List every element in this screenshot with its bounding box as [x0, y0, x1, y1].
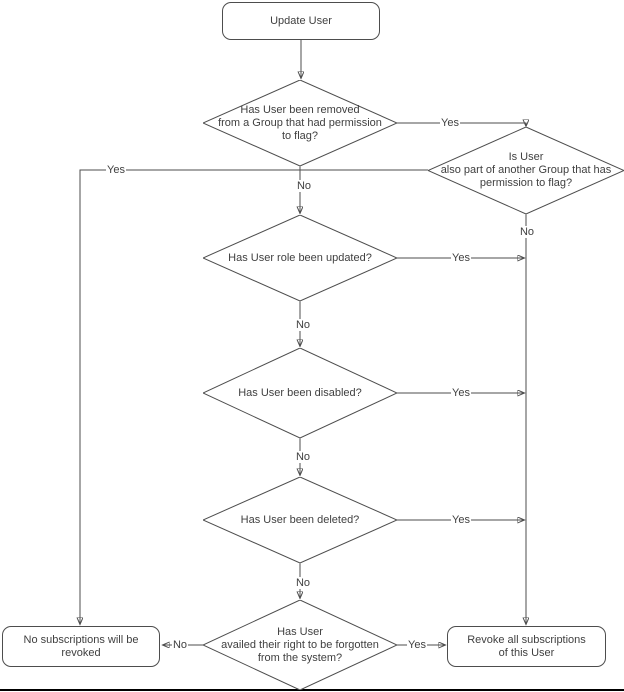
diamond-shape: [203, 215, 397, 301]
diamond-shape: [203, 600, 397, 690]
edge-label-forgotten-yes: Yes: [407, 639, 427, 651]
node-forgotten: Has User availed their right to be forgo…: [203, 600, 397, 690]
node-role-updated-label: Has User role been updated?: [228, 251, 372, 264]
node-removed-from-group: Has User been removed from a Group that …: [203, 80, 397, 166]
edge-label-deleted-yes: Yes: [451, 514, 471, 526]
edge-label-other-group-no: No: [518, 226, 536, 238]
node-other-group: Is User also part of another Group that …: [428, 127, 624, 214]
node-update-user-label: Update User: [270, 14, 332, 27]
edge-label-removed-no: No: [295, 180, 313, 192]
diamond-shape: [203, 80, 397, 166]
edge-label-forgotten-no: No: [171, 639, 189, 651]
edge-removed-yes: [397, 123, 526, 126]
node-role-updated: Has User role been updated?: [203, 215, 397, 301]
edge-label-disabled-yes: Yes: [451, 387, 471, 399]
node-no-revoke: No subscriptions will be revoked: [2, 626, 160, 667]
edge-label-other-group-yes: Yes: [106, 164, 126, 176]
node-forgotten-label: Has User availed their right to be forgo…: [221, 625, 379, 664]
node-disabled: Has User been disabled?: [203, 348, 397, 438]
edge-label-role-yes: Yes: [451, 252, 471, 264]
node-revoke-label: Revoke all subscriptions of this User: [467, 633, 586, 659]
edge-label-role-no: No: [294, 319, 312, 331]
node-update-user: Update User: [222, 2, 380, 40]
node-deleted-label: Has User been deleted?: [240, 513, 360, 526]
node-no-revoke-label: No subscriptions will be revoked: [23, 633, 139, 659]
edge-label-removed-yes: Yes: [440, 117, 460, 129]
diamond-shape: [203, 477, 397, 563]
node-other-group-label: Is User also part of another Group that …: [440, 151, 612, 189]
diamond-shape: [203, 348, 397, 438]
node-deleted: Has User been deleted?: [203, 477, 397, 563]
node-revoke: Revoke all subscriptions of this User: [447, 626, 606, 667]
node-disabled-label: Has User been disabled?: [238, 386, 362, 399]
diamond-shape: [428, 127, 624, 214]
edge-other-group-yes: [80, 169, 428, 624]
edge-label-deleted-no: No: [294, 577, 312, 589]
node-removed-from-group-label: Has User been removed from a Group that …: [218, 103, 382, 142]
edge-label-disabled-no: No: [294, 451, 312, 463]
